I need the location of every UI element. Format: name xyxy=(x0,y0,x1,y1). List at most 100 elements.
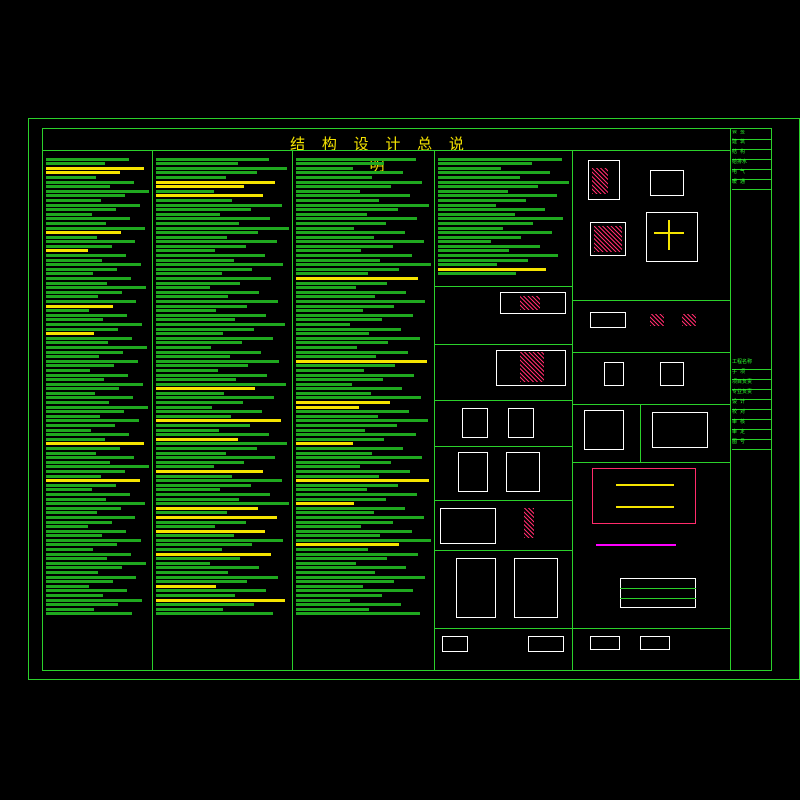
note-line xyxy=(156,263,284,267)
note-line xyxy=(46,221,107,225)
note-line xyxy=(46,511,97,515)
note-line xyxy=(296,313,413,317)
note-line xyxy=(296,525,362,529)
detail-hatch xyxy=(524,508,534,538)
note-line xyxy=(46,322,142,326)
note-line xyxy=(156,529,265,533)
note-line xyxy=(46,194,126,198)
detail-pile-cap xyxy=(640,636,670,650)
detail-pile-cap xyxy=(590,636,620,650)
note-line xyxy=(156,584,217,588)
note-line xyxy=(156,286,210,290)
title-block-row: 审 定 xyxy=(732,429,772,440)
note-line xyxy=(156,391,225,395)
note-line xyxy=(296,180,423,184)
note-line xyxy=(46,355,100,359)
note-line xyxy=(156,272,222,276)
note-line xyxy=(296,598,351,602)
detail-parapet xyxy=(584,410,624,450)
note-line xyxy=(296,488,367,492)
note-line xyxy=(156,603,254,607)
detail-lintel xyxy=(590,312,626,328)
note-line xyxy=(156,437,238,441)
note-line xyxy=(156,483,252,487)
note-line xyxy=(156,401,244,405)
note-line xyxy=(296,290,407,294)
note-line xyxy=(438,166,502,170)
note-line xyxy=(438,231,552,235)
note-line xyxy=(296,263,431,267)
detail-grid-line xyxy=(434,400,572,401)
note-line xyxy=(156,456,276,460)
note-line xyxy=(46,175,96,179)
title-block-row: 项目负责 xyxy=(732,379,772,390)
note-line xyxy=(296,548,369,552)
note-line xyxy=(296,428,366,432)
note-line xyxy=(46,469,126,473)
detail-grid-line xyxy=(572,462,730,463)
note-line xyxy=(296,557,388,561)
note-line xyxy=(296,208,398,212)
detail-grid-line xyxy=(434,446,572,447)
note-line xyxy=(296,217,418,221)
note-line xyxy=(46,548,93,552)
note-line xyxy=(46,290,122,294)
note-line xyxy=(296,612,420,616)
note-line xyxy=(156,322,285,326)
note-line xyxy=(296,575,426,579)
note-line xyxy=(296,447,404,450)
title-block-row: 电 气 xyxy=(732,169,772,180)
note-line xyxy=(296,474,379,478)
note-line xyxy=(296,492,418,496)
note-line xyxy=(296,401,390,405)
note-line xyxy=(156,175,226,179)
detail-hatch xyxy=(650,314,664,326)
note-line xyxy=(296,603,401,607)
note-line xyxy=(46,492,131,496)
note-line xyxy=(296,277,419,281)
note-line xyxy=(46,350,123,354)
note-line xyxy=(438,189,508,193)
note-line xyxy=(296,589,413,593)
note-line xyxy=(296,355,377,359)
detail-corner-reinforcement xyxy=(588,160,620,200)
note-line xyxy=(156,295,229,299)
note-line xyxy=(46,506,121,510)
note-line xyxy=(46,433,130,437)
note-line xyxy=(296,387,403,391)
note-line xyxy=(296,157,416,161)
note-line xyxy=(156,249,215,253)
note-line xyxy=(156,543,253,547)
note-line xyxy=(438,162,532,166)
note-line xyxy=(46,538,141,542)
note-line xyxy=(46,286,146,290)
note-line xyxy=(46,594,104,597)
note-line xyxy=(46,231,121,235)
note-line xyxy=(46,272,93,276)
note-line xyxy=(46,603,118,607)
note-line xyxy=(296,378,384,382)
note-line xyxy=(296,391,371,395)
note-line xyxy=(296,249,362,253)
note-line xyxy=(46,364,114,368)
notes-column-3 xyxy=(296,156,432,666)
note-line xyxy=(156,300,278,303)
detail-rebar-layout xyxy=(440,508,496,544)
note-line xyxy=(46,561,146,565)
note-line xyxy=(296,511,374,515)
note-line xyxy=(156,506,258,510)
note-line xyxy=(156,552,272,556)
note-line xyxy=(46,598,142,602)
note-line xyxy=(156,511,228,515)
note-line xyxy=(296,231,405,235)
note-line xyxy=(156,226,289,230)
note-line xyxy=(46,483,116,487)
note-line xyxy=(296,529,412,533)
note-line xyxy=(296,300,426,303)
note-line xyxy=(156,474,233,478)
column-divider xyxy=(292,150,293,671)
detail-corner-reinforcement xyxy=(650,170,684,196)
note-line xyxy=(156,502,289,506)
note-line xyxy=(296,373,415,377)
note-line xyxy=(156,525,215,529)
